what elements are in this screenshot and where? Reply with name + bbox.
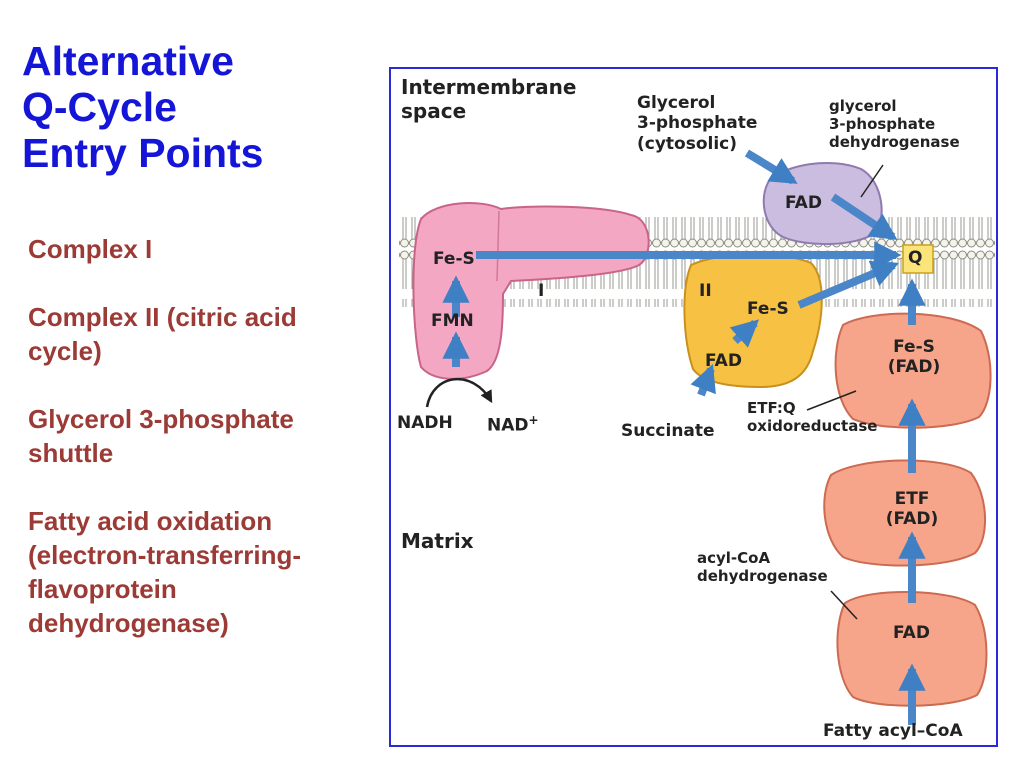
bullet-complex-1: Complex I [28,234,153,264]
glycerol-3-phosphate-label: Glycerol 3-phosphate (cytosolic) [637,93,758,154]
complex-1-shape [412,202,650,380]
electron-flow-arrows [442,149,926,725]
nadh-oxidation-arrow [425,377,493,408]
fatty-acyl-coa-label: Fatty acyl–CoA [823,721,963,741]
title-line-2: Q-Cycle [22,84,177,130]
complex-1-fes-label: Fe-S [433,249,475,269]
q-label: Q [908,248,923,268]
complex-2-fes-label: Fe-S [747,299,789,319]
complex-2-label: II [699,281,712,301]
title-line-3: Entry Points [22,130,264,176]
slide-title: Alternative Q-Cycle Entry Points [22,38,263,176]
succinate-label: Succinate [621,421,715,441]
entry-point-list: Complex I Complex II (citric acid cycle)… [28,232,398,674]
title-line-1: Alternative [22,38,234,84]
etfq-oxidoreductase-label: ETF:Q oxidoreductase [747,399,878,435]
intermembrane-space-label: Intermembrane space [401,75,577,123]
bullet-complex-2: Complex II (citric acid cycle) [28,302,297,366]
etfq-fes-label: Fe-S (FAD) [887,337,941,378]
g3pdh-fad-label: FAD [785,193,822,213]
bullet-glycerol-shuttle: Glycerol 3-phosphate shuttle [28,404,294,468]
etf-label: ETF (FAD) [885,489,939,530]
nadh-label: NADH [397,413,453,433]
complex-1-label: I [538,281,545,301]
diagram-graphics [399,149,995,725]
fmn-label: FMN [431,311,474,331]
matrix-label: Matrix [401,529,474,553]
nad-plus-label: NAD+ [487,413,539,436]
ubiquinone-box [902,244,934,274]
complex-2-fad-label: FAD [705,351,742,371]
electron-transport-diagram: Intermembrane space Matrix Glycerol 3-ph… [389,67,998,747]
acyl-coa-fad-label: FAD [893,623,930,643]
acyl-coa-dehydrogenase-label: acyl-CoA dehydrogenase [697,549,828,585]
bullet-fatty-acid-oxidation: Fatty acid oxidation (electron-transferr… [28,506,302,638]
acyl-coa-dh-shape [836,591,988,707]
etf-shape [823,459,986,567]
g3p-dehydrogenase-label: glycerol 3-phosphate dehydrogenase [829,97,960,151]
label-leader-lines [806,164,884,620]
